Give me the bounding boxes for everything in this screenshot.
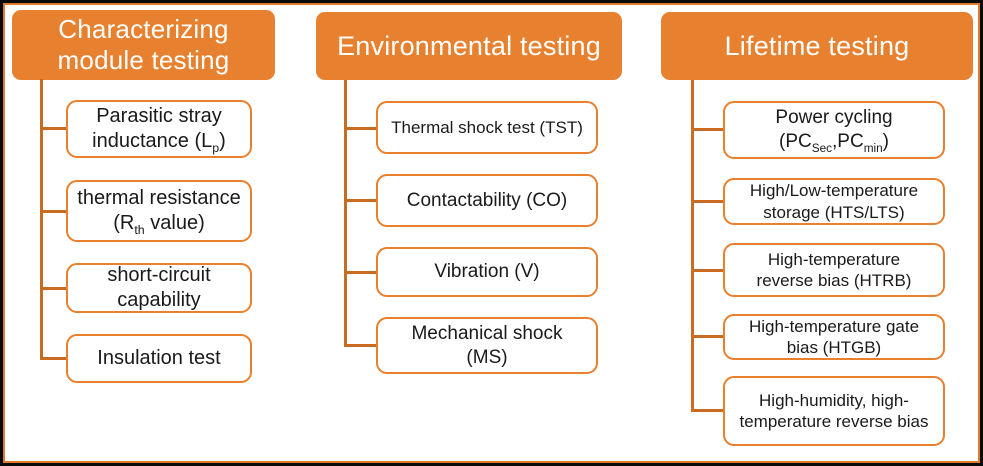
box-text-line: High/Low-temperature [749,181,919,201]
header-text-line: Lifetime testing [724,30,910,61]
box-text-line: inductance (Lp) [92,130,226,155]
test-box-power-cycling: Power cycling (PCSec,PCmin) [723,101,945,159]
connector-stub [344,199,376,202]
test-box-short-circuit-capability: short-circuit capability [66,263,252,313]
box-text-line: High-humidity, high- [759,390,909,410]
connector-stub [344,344,376,347]
header-text-line: Characterizing [58,13,229,44]
box-text-line: Parasitic stray [96,105,222,127]
connector-trunk [40,79,43,360]
test-box-thermal-shock-test: Thermal shock test (TST) [376,101,598,154]
box-text-line: (Rth value) [113,212,205,237]
box-text-line: (MS) [466,346,508,368]
box-text-line: reverse bias (HTRB) [756,271,912,290]
subscript: th [134,223,145,237]
connector-stub [691,269,723,272]
header-characterizing-module-testing: Characterizing module testing [12,10,275,80]
subscript: p [212,141,220,155]
connector-stub [344,271,376,274]
connector-stub [40,127,66,130]
connector-stub [691,128,723,131]
test-box-high-temperature-reverse-bias: High-temperature reverse bias (HTRB) [723,243,945,297]
box-text-line: (PCSec,PCmin) [779,131,889,155]
box-text-line: Power cycling [775,107,893,129]
connector-stub [40,210,66,213]
test-box-high-humidity-high-temperature-reverse-bias: High-humidity, high- temperature reverse… [723,376,945,446]
box-text-line: Vibration (V) [434,261,540,283]
header-text-line: module testing [57,45,230,75]
box-text-line: temperature reverse bias [739,412,929,431]
connector-stub [344,127,376,130]
subscript: Sec [811,141,833,155]
box-text-line: bias (HTGB) [786,338,882,357]
box-text-line: Contactability (CO) [406,189,568,211]
box-text-line: High-temperature gate [748,316,920,336]
test-box-thermal-resistance: thermal resistance (Rth value) [66,180,252,242]
connector-trunk [691,80,694,412]
box-text-line: High-temperature [767,249,901,269]
test-box-high-low-temperature-storage: High/Low-temperature storage (HTS/LTS) [723,178,945,225]
box-text-line: Insulation test [97,347,221,369]
test-box-vibration: Vibration (V) [376,247,598,297]
connector-stub [691,409,723,412]
header-text-line: Environmental testing [337,30,601,61]
box-text-line: short-circuit [107,264,211,286]
header-environmental-testing: Environmental testing [316,12,622,80]
connector-stub [691,200,723,203]
connector-trunk [344,80,347,347]
header-lifetime-testing: Lifetime testing [661,12,973,80]
connector-stub [691,335,723,338]
box-text-line: storage (HTS/LTS) [763,202,905,222]
test-box-high-temperature-gate-bias: High-temperature gate bias (HTGB) [723,314,945,360]
box-text-line: thermal resistance [77,187,241,209]
subscript: min [863,141,883,155]
test-box-contactability: Contactability (CO) [376,174,598,227]
box-text-line: Mechanical shock [411,322,563,344]
connector-stub [40,287,66,290]
test-box-insulation-test: Insulation test [66,334,252,383]
test-box-mechanical-shock: Mechanical shock (MS) [376,317,598,374]
box-text-line: Thermal shock test (TST) [391,117,583,137]
test-box-parasitic-stray-inductance: Parasitic stray inductance (Lp) [66,100,252,158]
connector-stub [40,357,66,360]
box-text-line: capability [117,289,201,311]
